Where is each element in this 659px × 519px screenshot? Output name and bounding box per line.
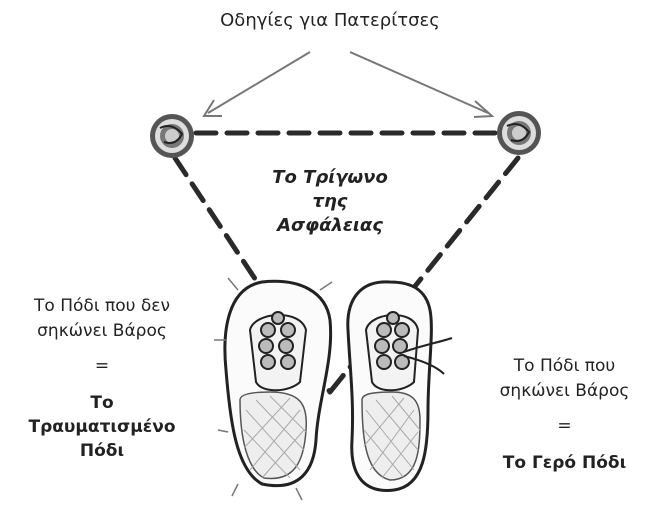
left-label-line-2: σηκώνει Βάρος [2,321,202,342]
safety-triangle-label: Το Τρίγωνο της Ασφάλειας [250,166,410,238]
left-bold-line-2: Τραυματισμένο [2,417,202,438]
weight-bearing-foot-label: Το Πόδι που σηκώνει Βάρος = Το Γερό Πόδι [470,356,659,474]
left-arrow [208,52,310,113]
non-weight-bearing-foot-label: Το Πόδι που δεν σηκώνει Βάρος = Το Τραυμ… [2,296,202,462]
left-bold-line-1: Το [2,393,202,414]
right-bold-line-1: Το Γερό Πόδι [470,453,659,474]
safety-triangle-label-line-2: της [250,190,410,214]
safety-triangle-label-line-3: Ασφάλειας [250,214,410,238]
safety-triangle-label-line-1: Το Τρίγωνο [250,166,410,190]
title-arrows [204,52,492,117]
diagram-title: Οδηγίες για Πατερίτσες [170,10,490,31]
right-arrow [350,52,488,113]
left-arrowhead [204,100,222,116]
healthy-foot-shoe-icon [348,282,452,491]
right-crutch-tip-icon [497,111,541,155]
injured-foot-shoe-icon [214,278,332,500]
left-crutch-tip-icon [150,114,194,158]
right-label-line-1: Το Πόδι που [470,356,659,377]
right-label-line-2: σηκώνει Βάρος [470,381,659,402]
left-bold-line-3: Πόδι [2,441,202,462]
left-label-line-1: Το Πόδι που δεν [2,296,202,317]
left-equals-sign: = [2,356,202,377]
right-equals-sign: = [470,416,659,437]
